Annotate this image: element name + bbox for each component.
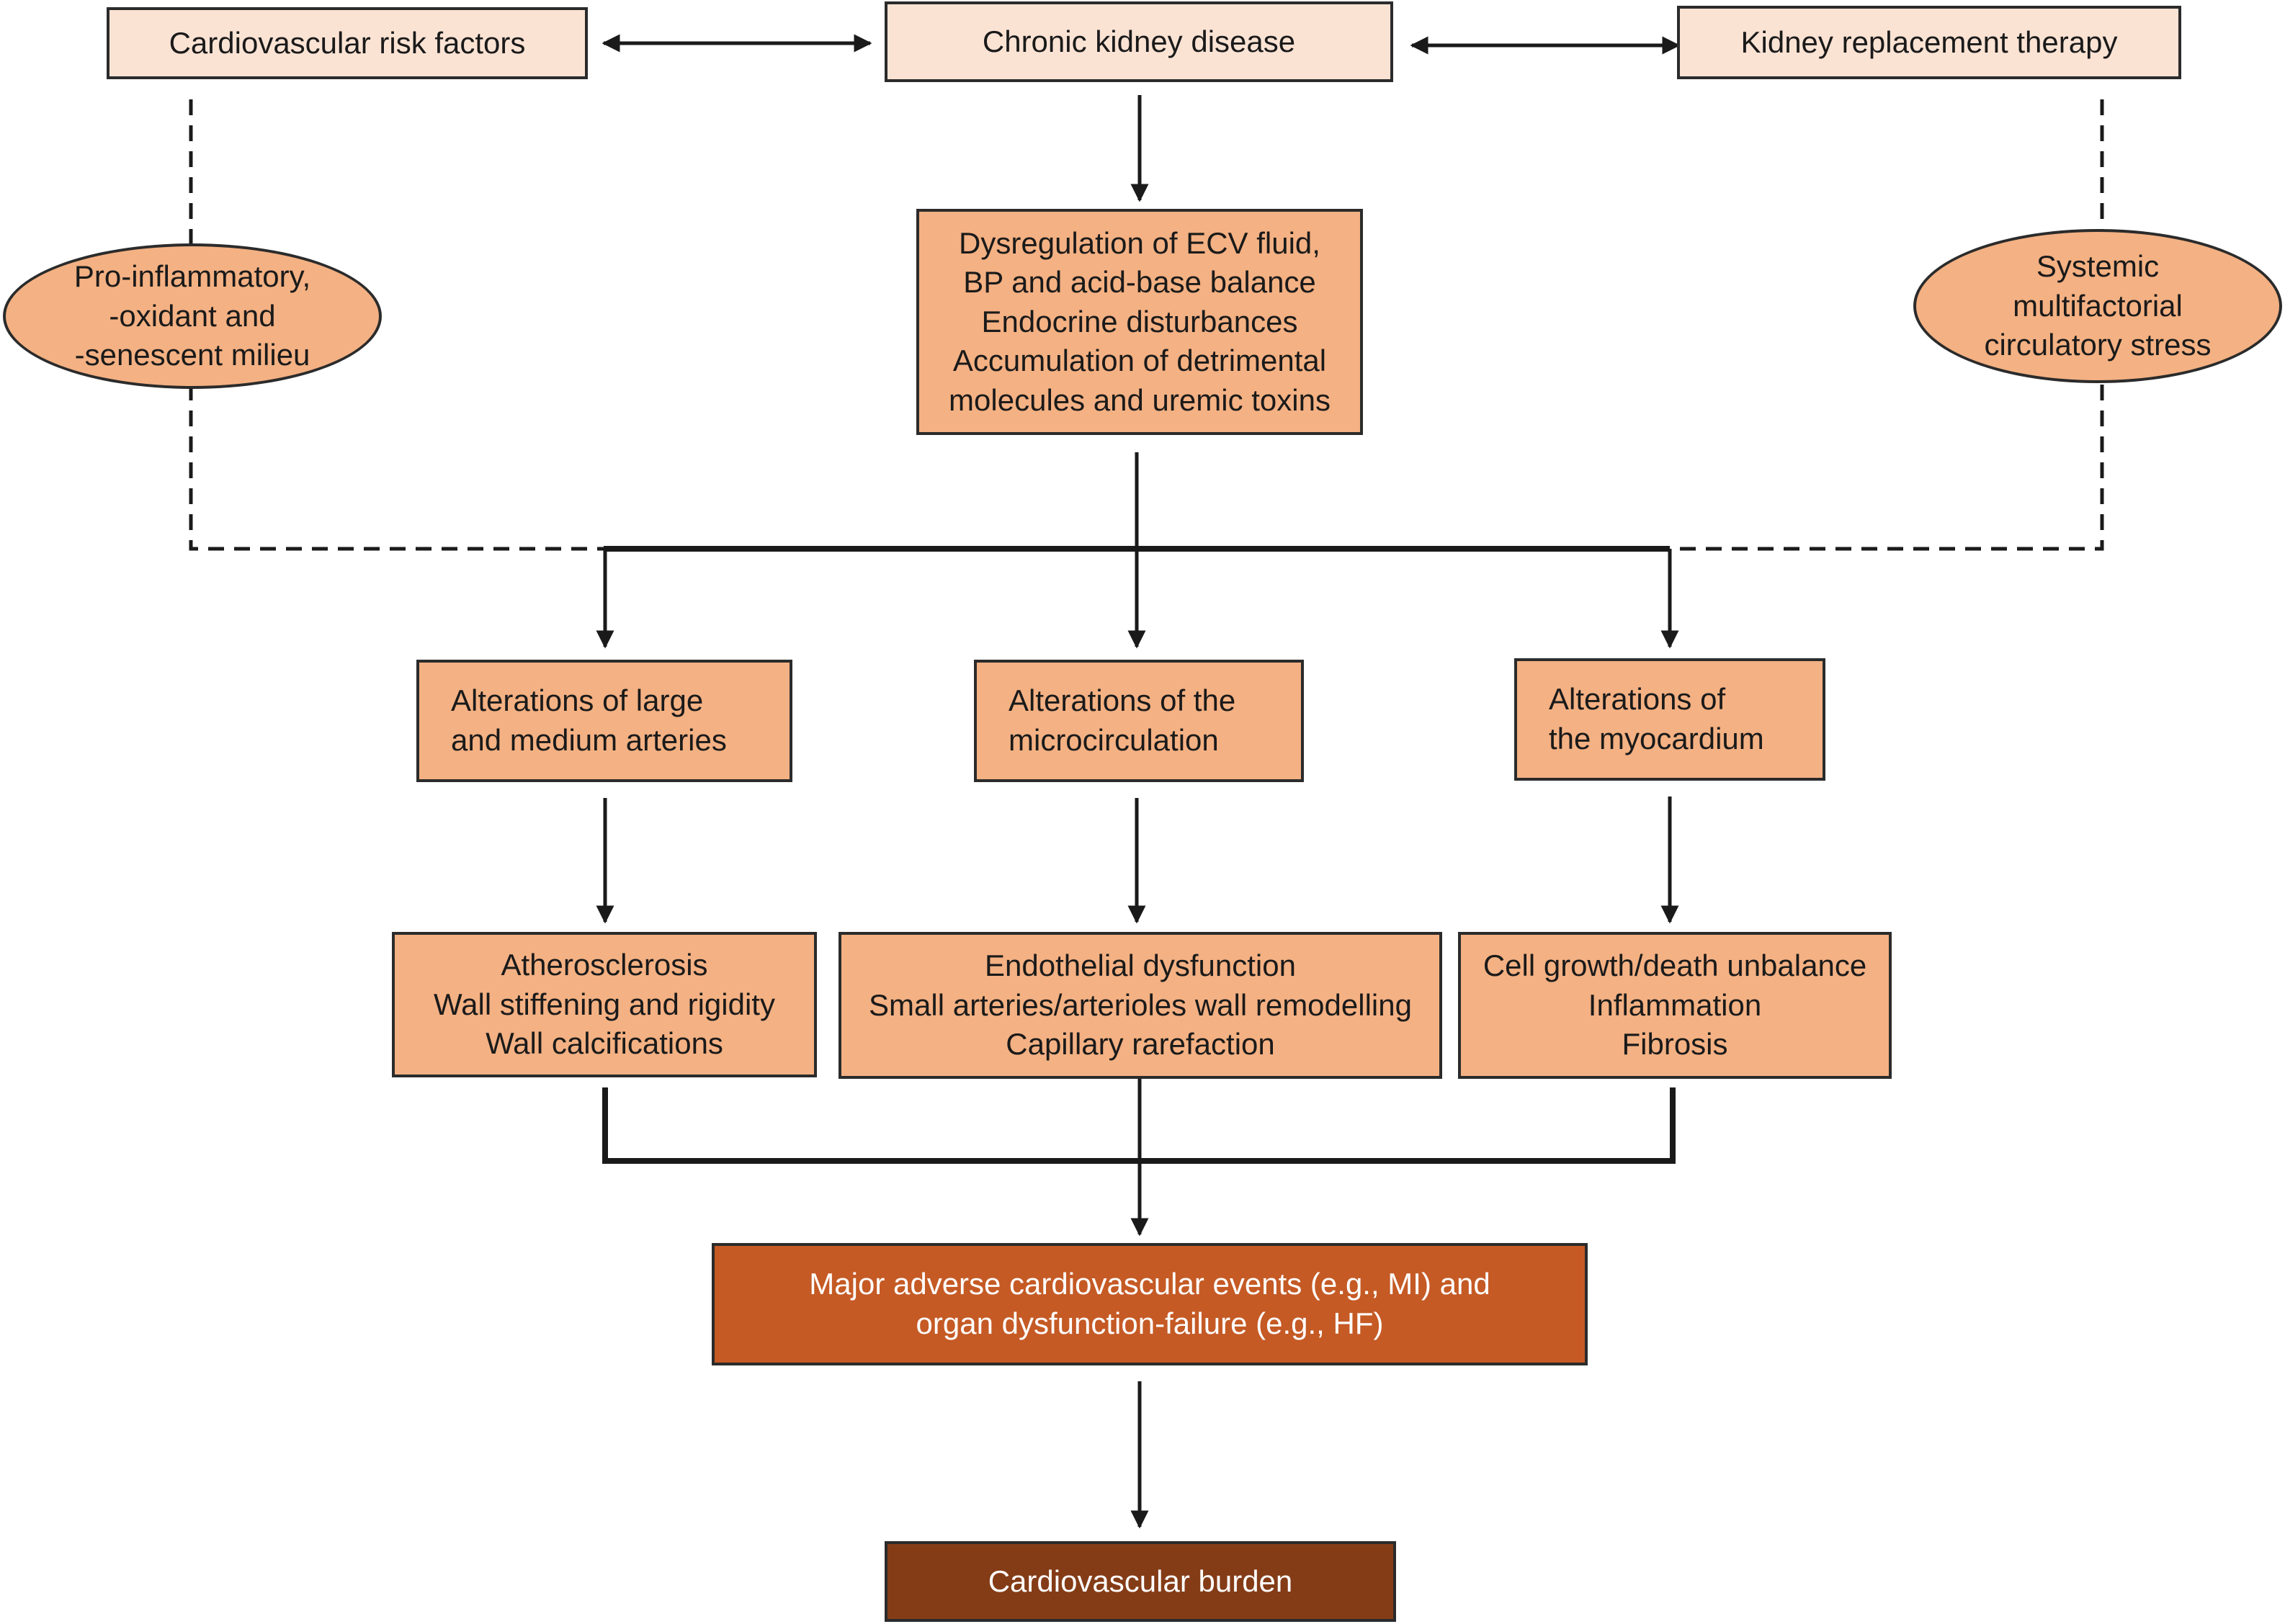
- dashed-left-connector: [189, 99, 604, 551]
- arteries-detail-line-3: Wall calcifications: [486, 1026, 723, 1061]
- mace-line-2: organ dysfunction-failure (e.g., HF): [916, 1306, 1384, 1340]
- arteries-details-box: Atherosclerosis Wall stiffening and rigi…: [392, 932, 817, 1077]
- micro-detail-line-3: Capillary rarefaction: [1006, 1027, 1275, 1062]
- arteries-alteration-line-1: Alterations of large: [451, 683, 704, 718]
- cardiovascular-burden-box: Cardiovascular burden: [885, 1541, 1396, 1622]
- ellipse-right-line-2: multifactorial: [2013, 288, 2183, 323]
- myocardium-details-box: Cell growth/death unbalance Inflammation…: [1458, 932, 1892, 1079]
- dysregulation-line-1: Dysregulation of ECV fluid,: [959, 225, 1320, 260]
- arteries-detail-line-1: Atherosclerosis: [501, 948, 708, 982]
- ckd-box: Chronic kidney disease: [885, 1, 1393, 82]
- mace-line-1: Major adverse cardiovascular events (e.g…: [809, 1267, 1490, 1301]
- myo-detail-line-2: Inflammation: [1588, 987, 1762, 1022]
- myo-detail-line-3: Fibrosis: [1622, 1027, 1728, 1062]
- dysregulation-line-3: Endocrine disturbances: [981, 304, 1298, 338]
- krt-label: Kidney replacement therapy: [1740, 24, 2118, 59]
- dysregulation-box: Dysregulation of ECV fluid, BP and acid-…: [916, 209, 1363, 435]
- microcirculation-details-box: Endothelial dysfunction Small arteries/a…: [839, 932, 1442, 1079]
- risk-factors-box: Cardiovascular risk factors: [107, 7, 588, 79]
- myo-alteration-line-2: the myocardium: [1549, 722, 1764, 755]
- ellipse-right-line-3: circulatory stress: [1984, 328, 2212, 362]
- dysregulation-line-5: molecules and uremic toxins: [949, 382, 1331, 417]
- micro-detail-line-2: Small arteries/arterioles wall remodelli…: [869, 987, 1412, 1022]
- inflammatory-milieu-ellipse: Pro-inflammatory, -oxidant and -senescen…: [3, 243, 382, 389]
- ellipse-left-line-1: Pro-inflammatory,: [73, 259, 311, 294]
- ellipse-left-line-2: -oxidant and: [109, 298, 276, 333]
- arteries-alteration-box: Alterations of large and medium arteries: [416, 660, 792, 782]
- micro-alteration-line-2: microcirculation: [1009, 723, 1219, 757]
- micro-detail-line-1: Endothelial dysfunction: [985, 948, 1296, 983]
- dysregulation-line-2: BP and acid-base balance: [963, 265, 1316, 300]
- microcirculation-alteration-box: Alterations of the microcirculation: [974, 660, 1304, 782]
- burden-label: Cardiovascular burden: [988, 1564, 1293, 1598]
- krt-box: Kidney replacement therapy: [1677, 6, 2181, 79]
- risk-factors-label: Cardiovascular risk factors: [169, 25, 526, 60]
- myo-detail-line-1: Cell growth/death unbalance: [1483, 948, 1867, 983]
- ellipse-left-line-3: -senescent milieu: [74, 338, 310, 372]
- micro-alteration-line-1: Alterations of the: [1009, 683, 1236, 718]
- myocardium-alteration-box: Alterations of the myocardium: [1514, 658, 1825, 781]
- myo-alteration-line-1: Alterations of: [1549, 682, 1726, 717]
- arteries-detail-line-2: Wall stiffening and rigidity: [434, 987, 775, 1021]
- mace-box: Major adverse cardiovascular events (e.g…: [712, 1243, 1588, 1365]
- circulatory-stress-ellipse: Systemic multifactorial circulatory stre…: [1913, 229, 2282, 383]
- dashed-right-connector: [1670, 99, 2104, 551]
- ckd-label: Chronic kidney disease: [982, 24, 1296, 58]
- arteries-alteration-line-2: and medium arteries: [451, 723, 727, 757]
- dysregulation-line-4: Accumulation of detrimental: [952, 344, 1327, 378]
- ellipse-right-line-1: Systemic: [2036, 249, 2160, 284]
